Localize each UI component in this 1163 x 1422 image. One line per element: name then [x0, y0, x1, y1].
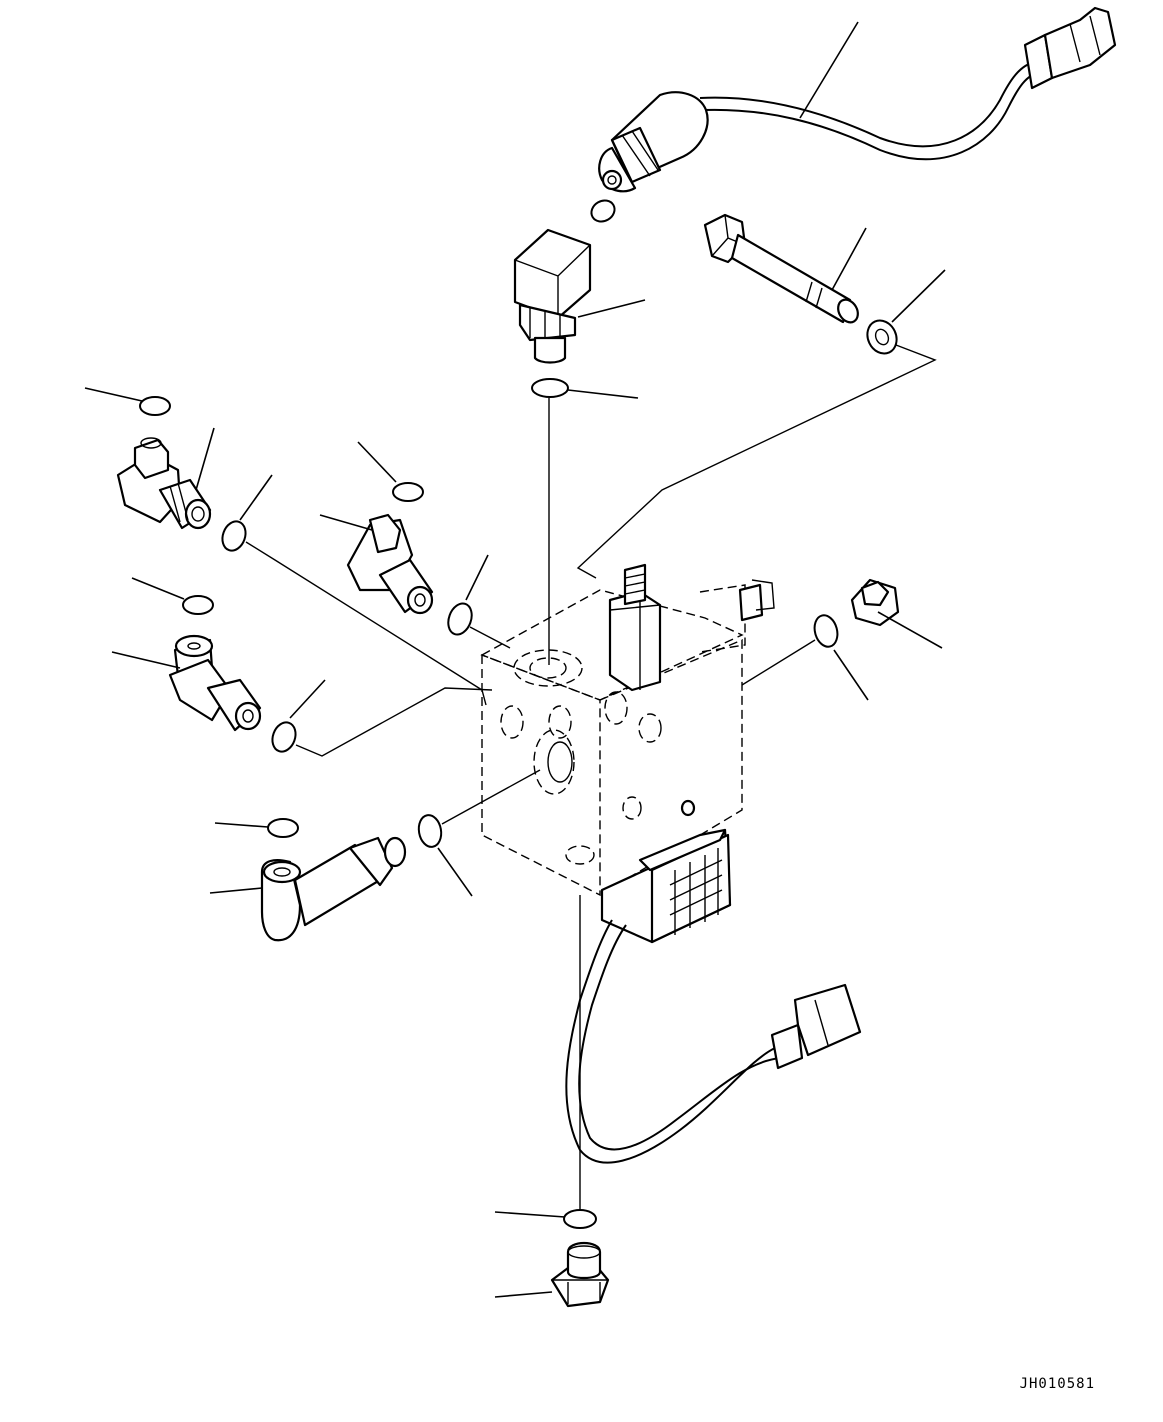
leader-line — [577, 299, 646, 318]
o-ring — [221, 520, 247, 552]
leader-line — [214, 822, 269, 828]
leader-line — [239, 474, 273, 521]
leader-line — [831, 227, 867, 291]
o-ring — [417, 814, 443, 848]
pressure-sensor-with-harness — [598, 6, 1117, 193]
leader-line — [494, 1291, 553, 1298]
valve-block — [480, 563, 775, 897]
elbow-fitting-3 — [168, 634, 262, 732]
o-ring — [813, 614, 839, 648]
leader-line — [195, 427, 215, 491]
leader-line — [289, 679, 326, 719]
elbow-fitting-1 — [116, 437, 212, 530]
leader-line — [84, 387, 143, 402]
leader-line — [209, 887, 263, 894]
o-ring — [139, 396, 171, 416]
o-ring — [271, 721, 297, 753]
o-ring — [392, 482, 424, 502]
center-line — [295, 687, 493, 757]
leader-line — [437, 847, 473, 897]
leader-line — [319, 514, 373, 531]
center-line — [441, 769, 541, 825]
center-line — [469, 626, 511, 649]
o-ring — [563, 1209, 597, 1229]
leader-line — [357, 441, 397, 483]
elbow-adapter — [513, 228, 592, 364]
leader-line — [465, 554, 489, 601]
o-ring — [182, 595, 214, 615]
leader-line — [111, 651, 181, 669]
elbow-fitting-2 — [346, 513, 434, 615]
leader-line — [131, 577, 185, 600]
center-line — [576, 344, 937, 579]
solenoid-coil — [600, 828, 732, 944]
center-line — [245, 541, 487, 706]
leader-line — [891, 269, 946, 323]
plug — [850, 578, 900, 627]
o-ring — [531, 378, 569, 398]
o-ring — [267, 818, 299, 838]
leader-line — [799, 21, 859, 119]
leader-line — [567, 389, 639, 399]
solenoid-harness — [565, 919, 776, 1164]
center-line — [741, 639, 816, 686]
leader-line — [494, 1211, 566, 1218]
solenoid-connector — [770, 983, 862, 1070]
mounting-bolt — [703, 213, 859, 324]
drawing-code: JH010581 — [1019, 1376, 1095, 1392]
leader-line — [877, 611, 943, 649]
o-ring — [590, 199, 616, 223]
washer — [866, 319, 898, 355]
o-ring — [447, 602, 473, 636]
bottom-plug — [550, 1241, 610, 1308]
leader-line — [833, 649, 869, 701]
elbow-fitting-4 — [260, 836, 407, 942]
